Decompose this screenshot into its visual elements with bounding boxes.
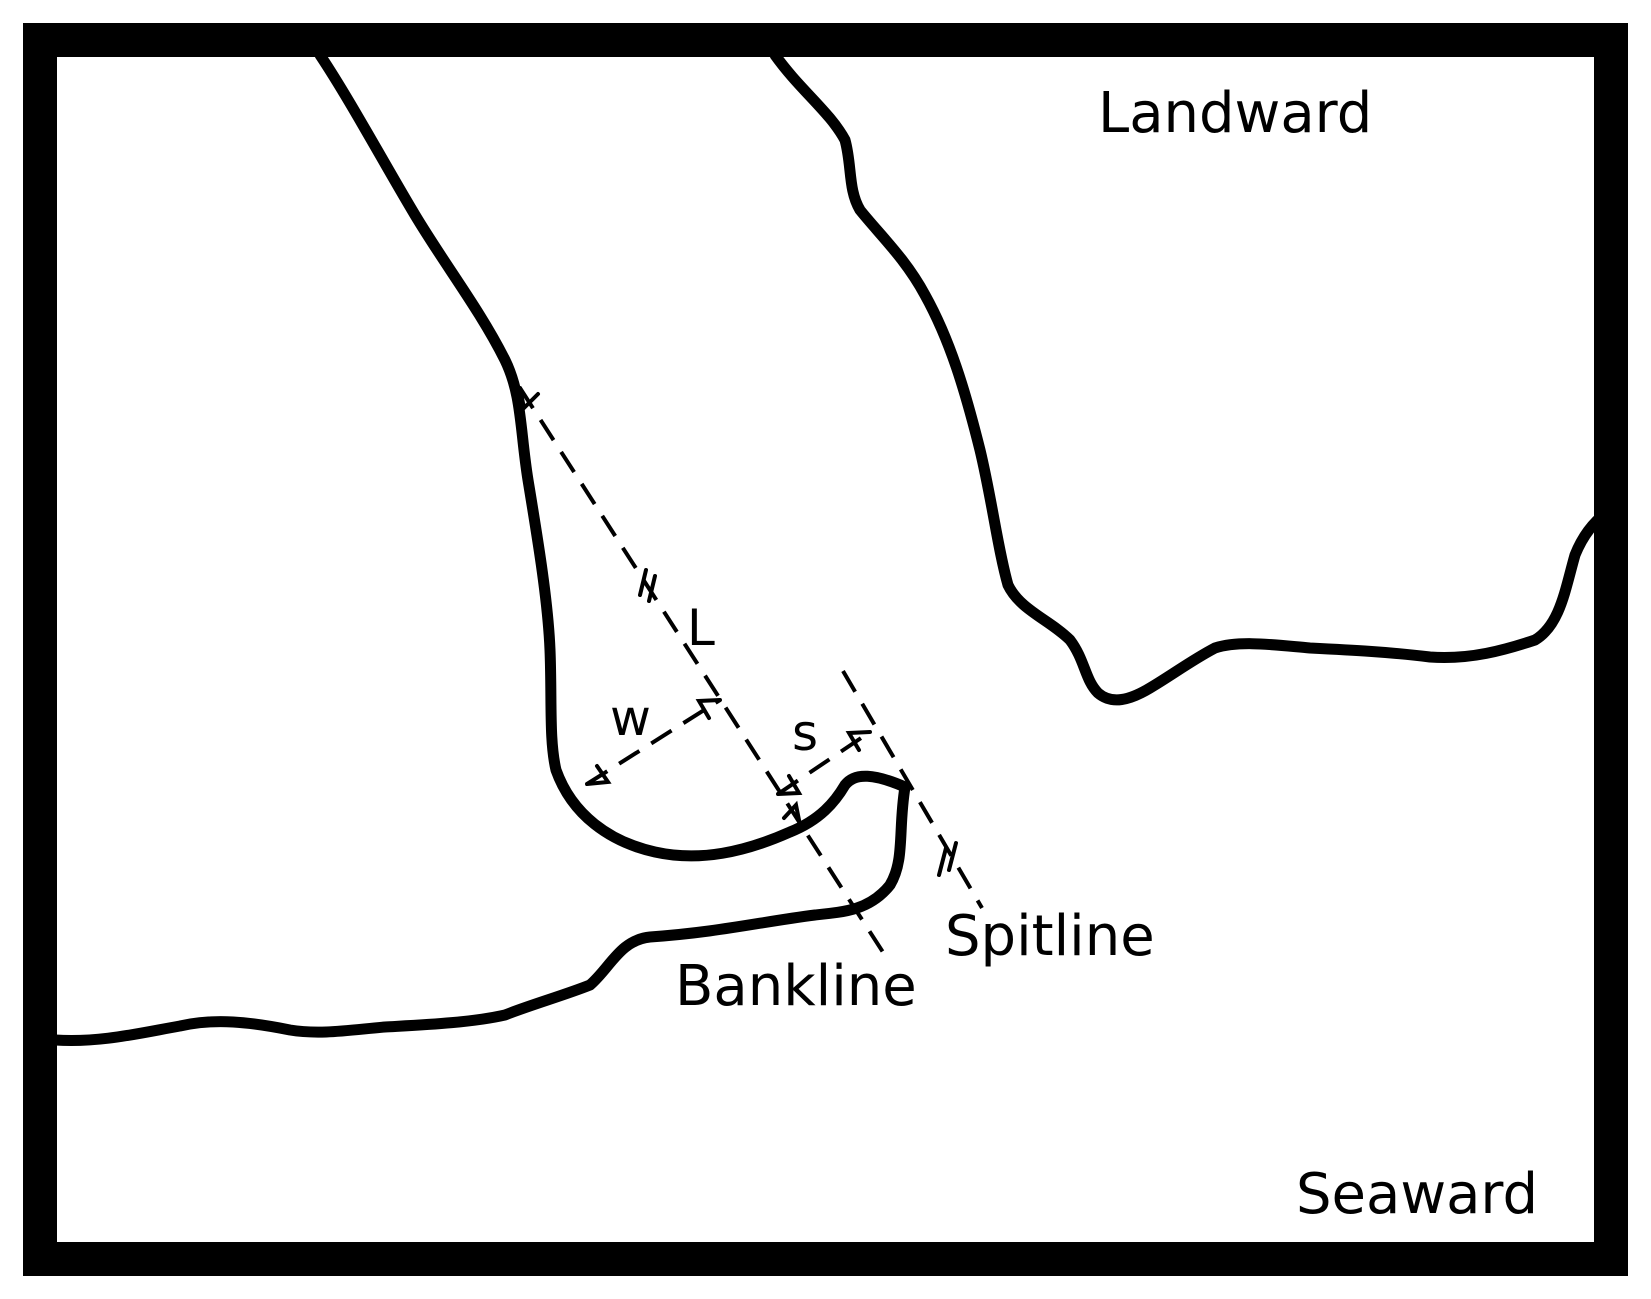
- double-slash-tick-icon: [638, 568, 648, 597]
- spitline-label: Spitline: [945, 904, 1155, 969]
- arrowhead-icon: [518, 386, 540, 413]
- landward-label: Landward: [1098, 81, 1372, 146]
- double-slash-tick-icon: [937, 846, 948, 877]
- arrowhead-icon: [782, 800, 802, 827]
- bankline-label: Bankline: [675, 954, 917, 1019]
- tick-marks: [638, 568, 958, 877]
- spacing-label: s: [792, 704, 818, 762]
- right-coastline: [769, 49, 1616, 706]
- width-label: w: [610, 689, 651, 747]
- double-slash-tick-icon: [947, 841, 958, 872]
- double-slash-tick-icon: [647, 574, 657, 603]
- length-label: L: [687, 599, 715, 657]
- width-dimension: [585, 698, 722, 786]
- arrowhead-icon: [695, 698, 722, 720]
- seaward-label: Seaward: [1296, 1162, 1538, 1227]
- spit-outline: [49, 49, 911, 1046]
- spitline: [841, 669, 984, 910]
- arrowhead-icon: [585, 764, 612, 786]
- arrowhead-icon: [845, 730, 872, 752]
- arrowhead-icon: [776, 774, 803, 796]
- arrowheads: [518, 386, 872, 827]
